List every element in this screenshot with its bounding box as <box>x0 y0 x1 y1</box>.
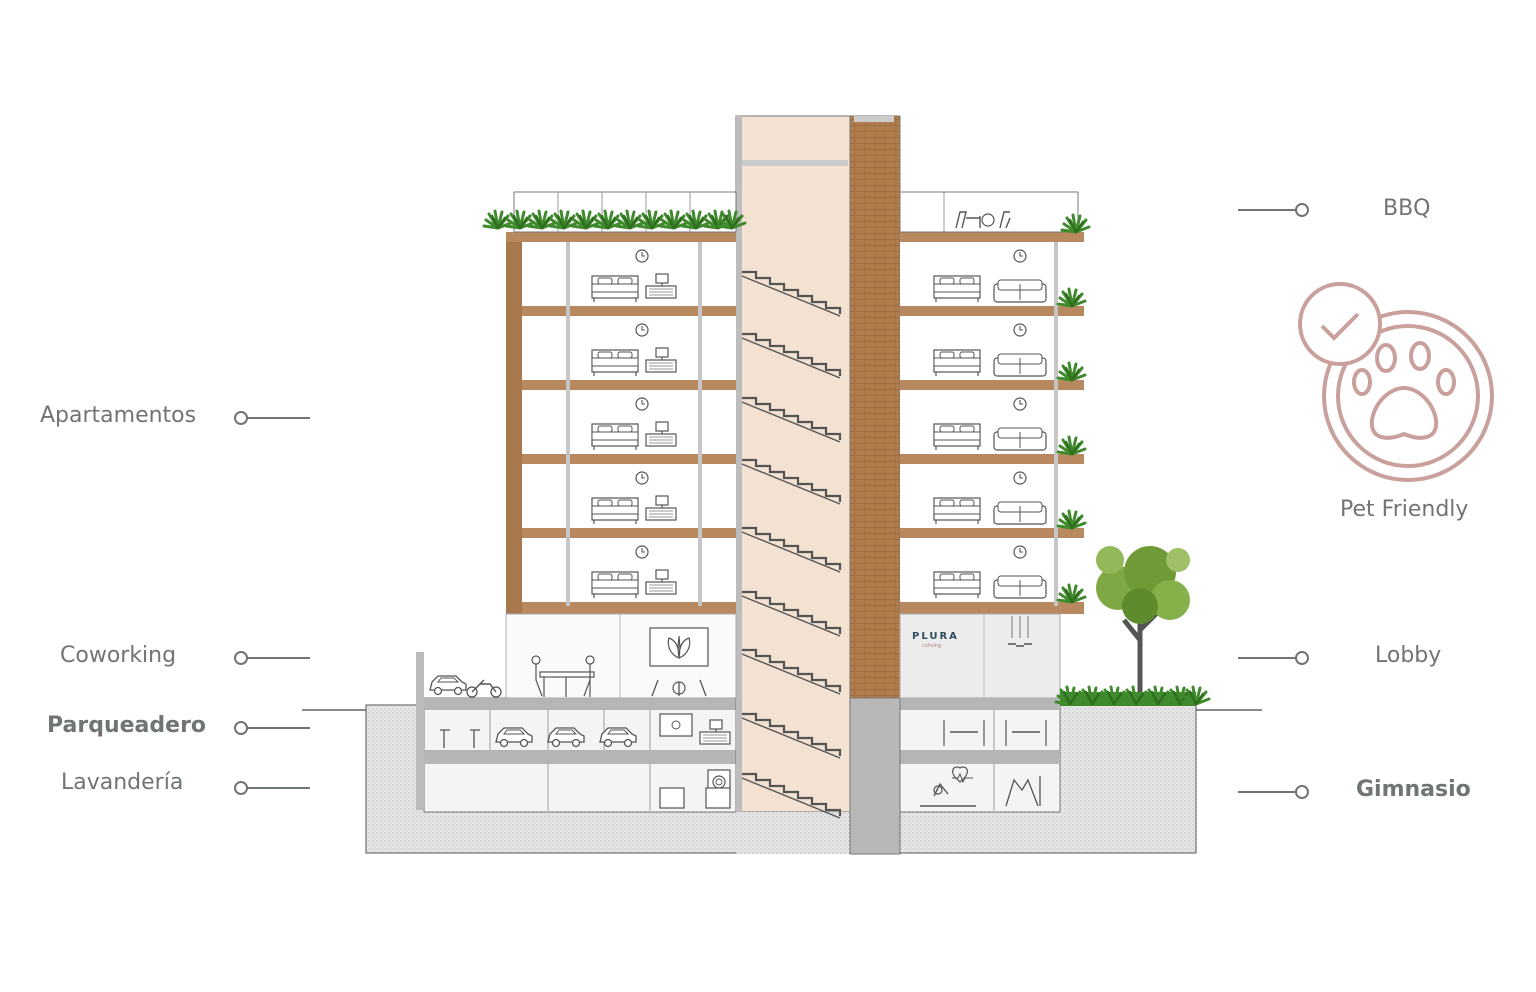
label-lavanderia: Lavandería <box>61 770 184 795</box>
label-gimnasio: Gimnasio <box>1356 777 1471 802</box>
leader-lines <box>234 203 1309 799</box>
basement-furniture <box>429 675 1047 809</box>
label-lobby: Lobby <box>1375 643 1442 668</box>
label-pet-friendly: Pet Friendly <box>1340 497 1469 522</box>
tree-icon <box>1096 546 1190 692</box>
label-bbq: BBQ <box>1383 196 1431 221</box>
stair-core <box>735 115 901 855</box>
paw-check-icon <box>1298 282 1494 482</box>
lobby-sign-sub: coliving <box>922 643 941 649</box>
apartment-furniture <box>531 211 1047 697</box>
label-parqueadero: Parqueadero <box>47 713 207 738</box>
label-apartamentos: Apartamentos <box>40 403 197 428</box>
right-wing-apartments <box>899 191 1196 706</box>
label-coworking: Coworking <box>60 643 177 668</box>
lobby-sign-brand: PLURA <box>912 631 959 642</box>
